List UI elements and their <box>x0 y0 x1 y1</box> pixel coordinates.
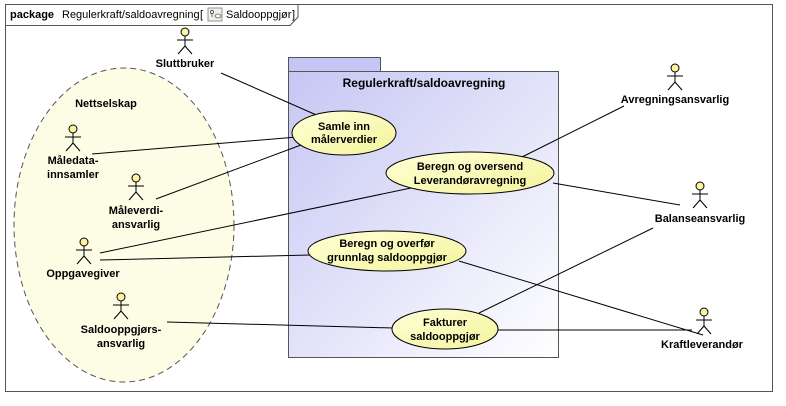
actor-avregningsansvarlig[interactable]: Avregningsansvarlig <box>621 63 729 106</box>
actor-icon <box>113 292 129 320</box>
actor-label-line1: Måledata- <box>48 155 99 167</box>
actor-balanseansvarlig[interactable]: Balanseansvarlig <box>655 181 746 225</box>
usecase-label-line2: grunnlag saldooppgjør <box>327 252 447 264</box>
usecase-diagram-icon <box>207 7 223 22</box>
frame-bracket-close: ] <box>292 9 295 21</box>
usecase-label-line1: Samle inn <box>318 121 370 133</box>
actor-kraftleverandor[interactable]: Kraftleverandør <box>661 307 744 351</box>
assoc-sluttbruker-samle <box>220 72 322 118</box>
frame-package-name: Regulerkraft/saldoavregning <box>62 9 200 21</box>
actor-icon <box>65 124 81 152</box>
actor-icon <box>667 63 683 91</box>
group-title: Nettselskap <box>75 98 137 110</box>
actor-icon <box>177 27 193 55</box>
usecase-label-line1: Beregn og oversend <box>417 161 523 173</box>
associations <box>91 72 704 336</box>
usecase-label-line2: målerverdier <box>311 134 378 146</box>
actor-label-line2: ansvarlig <box>97 338 145 350</box>
usecase-samle-inn-malerverdier[interactable]: Samle inn målerverdier <box>291 110 397 156</box>
usecase-label-line1: Fakturer <box>423 317 468 329</box>
usecase-label-line2: Leverandøravregning <box>414 175 526 187</box>
actor-oppgavegiver[interactable]: Oppgavegiver <box>46 237 120 280</box>
usecase-label-line2: saldooppgjør <box>410 331 480 343</box>
frame-bracket-open: [ <box>200 9 203 21</box>
frame-header-tab <box>5 4 299 26</box>
assoc-kraft-beregn-overfor <box>458 260 704 336</box>
assoc-oppgavegiver-beregn-oversend <box>99 187 412 254</box>
assoc-oppgavegiver-beregn-overfor <box>99 254 311 261</box>
assoc-balanse-fakturer <box>478 227 654 314</box>
actor-label: Balanseansvarlig <box>655 213 746 225</box>
usecase-beregn-og-oversend[interactable]: Beregn og oversend Leverandøravregning <box>385 151 555 195</box>
actor-sluttbruker[interactable]: Sluttbruker <box>156 27 215 70</box>
frame-diagram-name: Saldooppgjør <box>226 9 292 21</box>
actor-label: Oppgavegiver <box>46 268 120 280</box>
actor-icon <box>128 173 144 201</box>
actor-label-line1: Måleverdi- <box>109 205 164 217</box>
actor-saldooppgjors-ansvarlig[interactable]: Saldooppgjørs- ansvarlig <box>81 292 162 350</box>
assoc-balanse-beregn-oversend <box>552 182 681 206</box>
actor-icon <box>696 307 712 335</box>
actor-label-line2: ansvarlig <box>112 219 160 231</box>
actor-label-line2: innsamler <box>47 169 100 181</box>
actor-label-line1: Saldooppgjørs- <box>81 324 162 336</box>
actor-label: Kraftleverandør <box>661 339 744 351</box>
actor-icon <box>692 181 708 209</box>
usecase-label-line1: Beregn og overfør <box>339 238 435 250</box>
subsystem-title: Regulerkraft/saldoavregning <box>343 76 506 90</box>
usecase-beregn-og-overfor[interactable]: Beregn og overfør grunnlag saldooppgjør <box>307 230 467 272</box>
assoc-saldooppgjors-fakturer <box>166 321 394 329</box>
actor-icon <box>76 237 92 265</box>
actor-maleverdi-ansvarlig[interactable]: Måleverdi- ansvarlig <box>109 173 164 231</box>
assoc-avregning-beregn-oversend <box>519 105 625 159</box>
actor-label: Avregningsansvarlig <box>621 94 729 106</box>
assoc-maledata-samle <box>91 136 298 155</box>
assoc-maleverdi-samle <box>155 144 302 200</box>
usecase-fakturer-saldooppgjor[interactable]: Fakturer saldooppgjør <box>391 308 499 350</box>
actor-maledata-innsamler[interactable]: Måledata- innsamler <box>47 124 100 181</box>
actor-label: Sluttbruker <box>156 58 215 70</box>
frame-keyword: package <box>10 9 54 21</box>
